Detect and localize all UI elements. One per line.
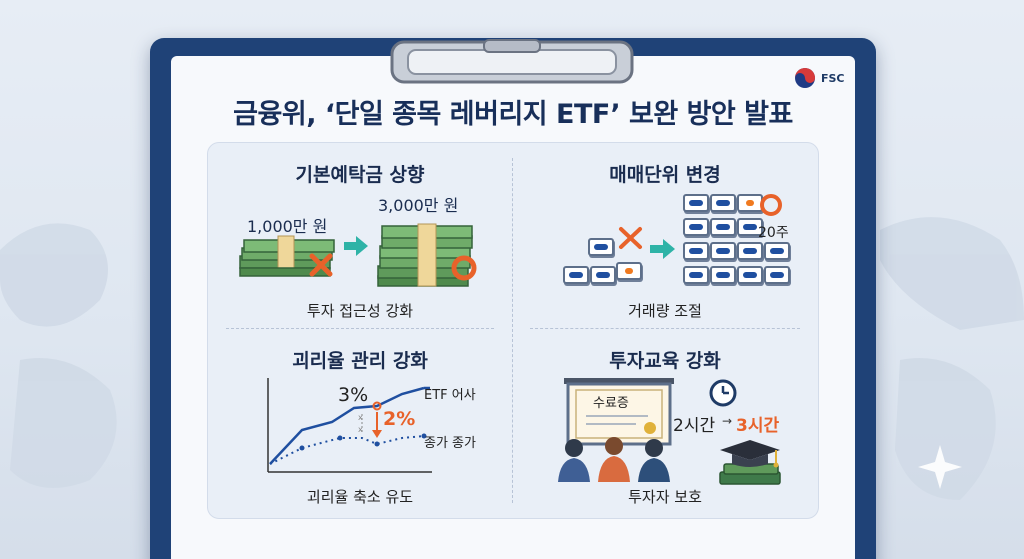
close-line-label: 종가 종가 (424, 436, 476, 451)
hours-before: 2시간 (673, 416, 716, 436)
cross-mark-icon (309, 253, 333, 277)
hours-after: 3시간 (736, 416, 780, 436)
audience-icon (558, 437, 670, 482)
hours-arrow: → (722, 414, 733, 428)
etf-price-line (269, 386, 425, 465)
circle-mark-icon (760, 194, 782, 216)
money-stack-large-icon (377, 223, 473, 287)
clipboard-clip-icon (390, 39, 634, 84)
circle-mark-icon (451, 255, 477, 281)
trading-unit-title: 매매단위 변경 (609, 164, 721, 186)
cross-mark-icon (619, 227, 642, 249)
svg-text:x: x (358, 413, 363, 422)
gap-after-value: 2% (383, 408, 416, 430)
right-arrow-icon (650, 239, 675, 259)
stock-chip-icon (590, 266, 616, 284)
education-title: 투자교육 강화 (609, 350, 721, 372)
stock-chip-icon (588, 238, 614, 256)
etf-line-label: ETF 어사 (424, 388, 476, 403)
education-caption: 투자자 보호 (628, 488, 702, 506)
divider-left (226, 328, 494, 329)
gap-before-value: 3% (338, 384, 369, 406)
stock-chip-icon (563, 266, 589, 284)
deposit-caption: 투자 접근성 강화 (306, 302, 414, 320)
gap-caption: 괴리율 축소 유도 (306, 488, 414, 506)
divider-vertical (512, 158, 513, 503)
svg-text:x: x (358, 425, 363, 434)
deposit-before-label: 1,000만 원 (247, 217, 328, 236)
trading-unit-caption: 거래량 조절 (628, 302, 702, 320)
right-arrow-icon (344, 236, 368, 256)
close-price-line (269, 435, 425, 465)
clock-icon (709, 379, 737, 407)
fsc-logo: FSC (794, 67, 845, 89)
graduation-cap-icon (719, 440, 781, 485)
gap-line-chart: x x (267, 378, 432, 473)
classroom-illustration (558, 378, 674, 482)
money-stack-small-icon (239, 235, 335, 277)
deposit-title: 기본예탁금 상향 (295, 164, 425, 186)
deposit-after-label: 3,000만 원 (378, 196, 459, 215)
page-title: 금융위, ‘단일 종목 레버리지 ETF’ 보완 방안 발표 (233, 99, 793, 130)
fsc-logo-text: FSC (821, 71, 845, 85)
divider-right (530, 328, 800, 329)
gap-title: 괴리율 관리 강화 (292, 350, 428, 372)
trading-unit-label: 20주 (758, 225, 789, 241)
deposit-illustration (239, 223, 477, 287)
certificate-text: 수료증 (593, 396, 629, 411)
korea-emblem-icon (795, 68, 815, 88)
stock-chip-icon (616, 262, 642, 280)
